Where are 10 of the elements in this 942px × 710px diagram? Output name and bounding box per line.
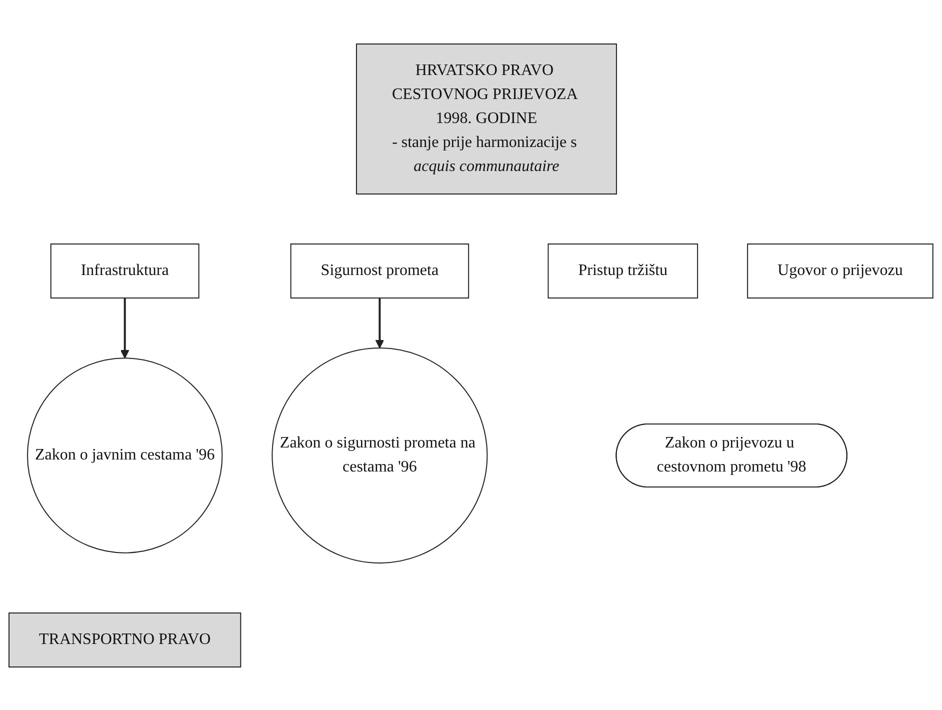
- node-box: Sigurnost prometa: [290, 243, 470, 298]
- node-box: HRVATSKO PRAVO CESTOVNOG PRIJEVOZA 1998. GODINE - stanje prije harmonizacije s acquis communautaire: [356, 43, 618, 194]
- arrow: [375, 298, 384, 348]
- node-box: Ugovor o prijevozu: [747, 243, 934, 298]
- arrow: [120, 298, 130, 358]
- node-box: Pristup tržištu: [548, 243, 698, 298]
- node-circle: Zakon o javnim cestama '96: [27, 357, 223, 553]
- node-circle: Zakon o sigurnosti prometa na cestama '96: [272, 347, 488, 563]
- node-box: Infrastruktura: [50, 243, 200, 298]
- node-box: TRANSPORTNO PRAVO: [8, 612, 242, 667]
